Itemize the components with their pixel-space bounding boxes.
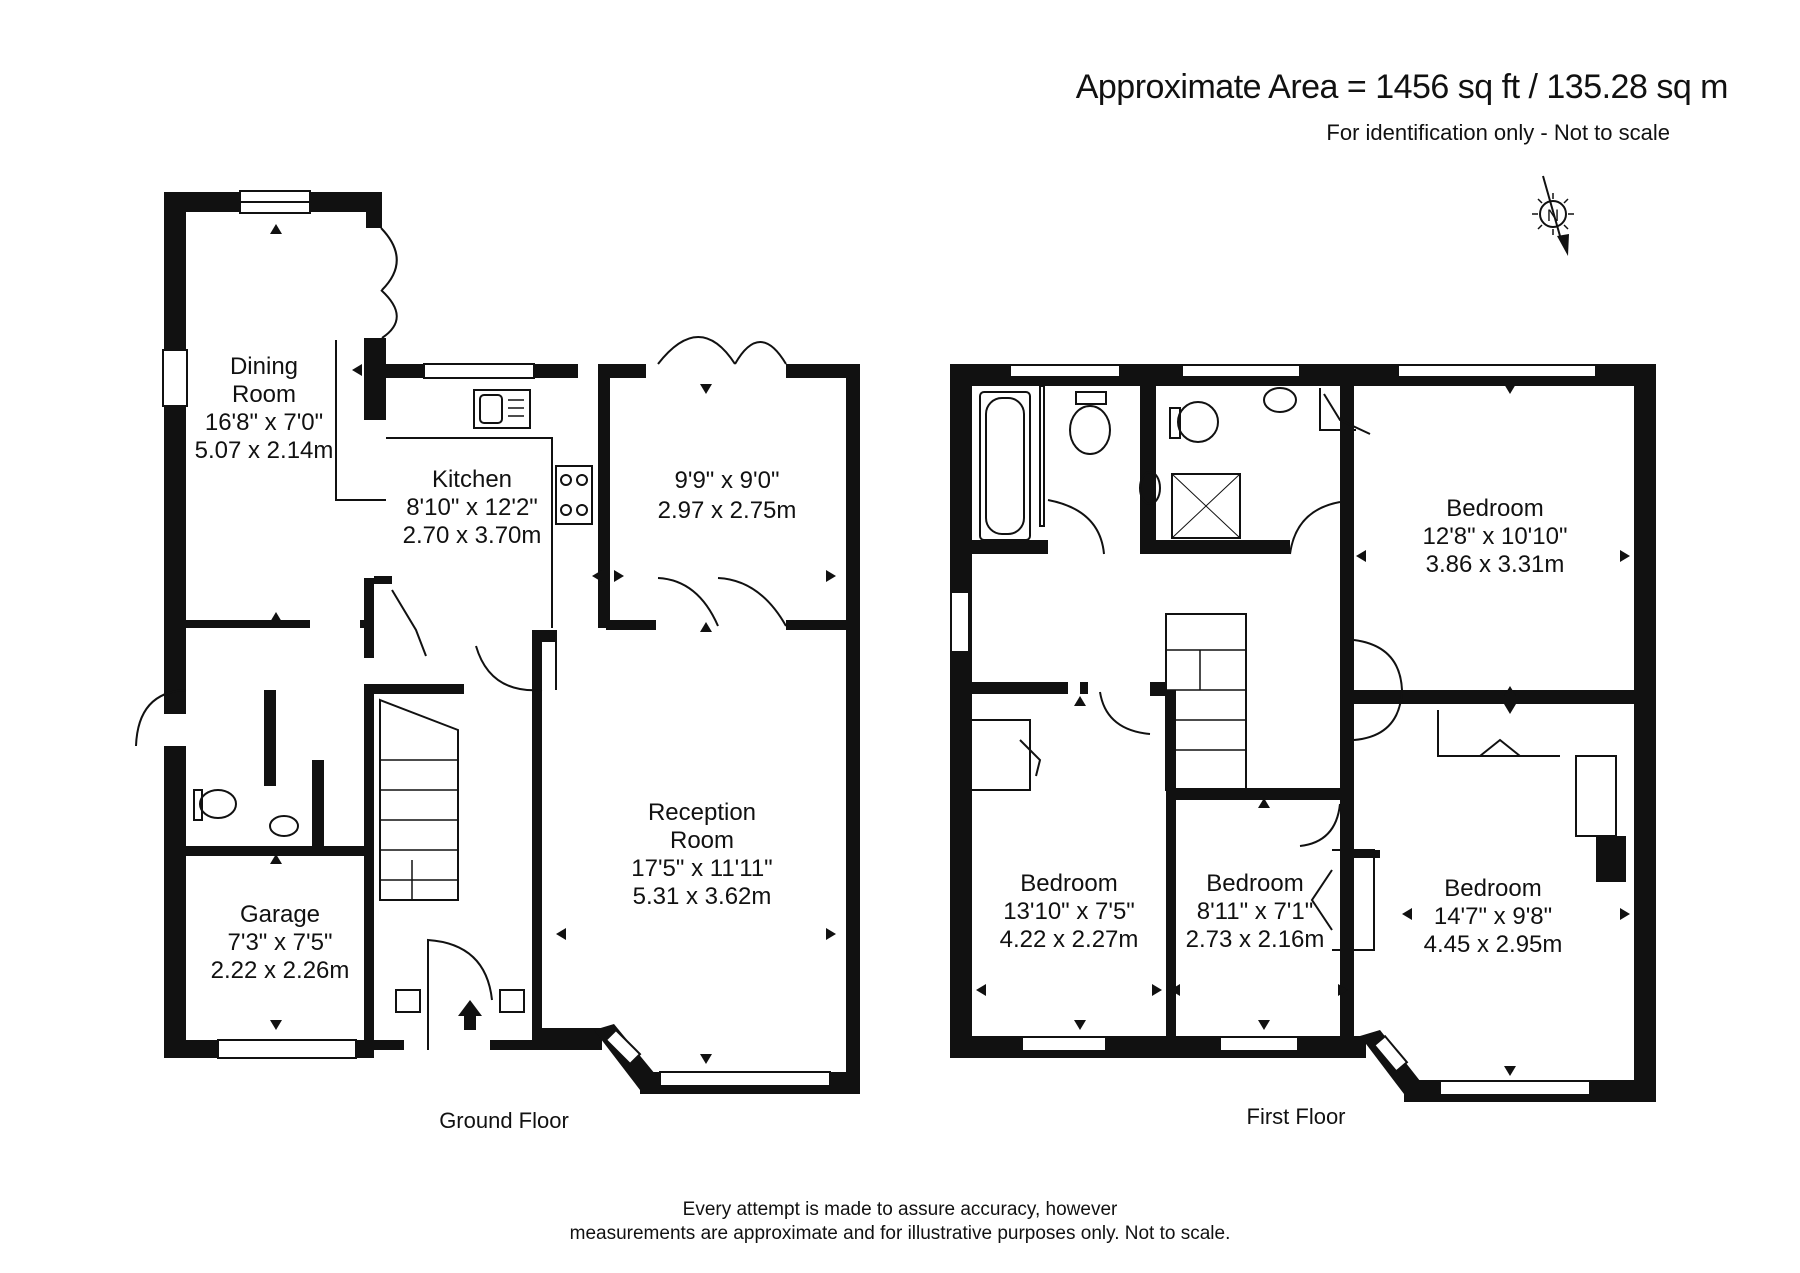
identification-note: For identification only - Not to scale (1326, 120, 1670, 145)
bedroom-front-right-imperial: 14'7" x 9'8" (1434, 903, 1552, 930)
entrance-arrow-icon (458, 1000, 482, 1030)
bedroom-front-right-name: Bedroom (1444, 875, 1541, 902)
kitchen-name: Kitchen (432, 466, 512, 493)
bedroom-rear-right-imperial: 12'8" x 10'10" (1423, 523, 1568, 550)
garage-imperial: 7'3" x 7'5" (228, 929, 333, 956)
bedroom-front-middle-metric: 2.73 x 2.16m (1186, 926, 1325, 953)
dining-room-imperial: 16'8" x 7'0" (205, 409, 323, 436)
first-floor-plan (950, 364, 1656, 1102)
kitchen-imperial: 8'10" x 12'2" (406, 494, 538, 521)
bedroom-front-left-imperial: 13'10" x 7'5" (1003, 898, 1135, 925)
approximate-area: Approximate Area = 1456 sq ft / 135.28 s… (1075, 68, 1729, 106)
ground-floor-plan (135, 190, 860, 1094)
disclaimer-line-1: Every attempt is made to assure accuracy… (682, 1199, 1118, 1220)
garage-name: Garage (240, 901, 320, 928)
kitchen-metric: 2.70 x 3.70m (403, 522, 542, 549)
compass-letter: N (1547, 206, 1559, 225)
garage-metric: 2.22 x 2.26m (211, 957, 350, 984)
dining-room-name-2: Room (232, 381, 296, 408)
study-imperial: 9'9" x 9'0" (675, 467, 780, 494)
bedroom-front-left-name: Bedroom (1020, 870, 1117, 897)
bedroom-rear-right-metric: 3.86 x 3.31m (1426, 551, 1565, 578)
study-metric: 2.97 x 2.75m (658, 497, 797, 524)
north-compass-icon: N (1532, 175, 1574, 256)
bedroom-rear-right-name: Bedroom (1446, 495, 1543, 522)
bedroom-front-right-metric: 4.45 x 2.95m (1424, 931, 1563, 958)
ground-floor-label: Ground Floor (439, 1108, 569, 1133)
dining-room-metric: 5.07 x 2.14m (195, 437, 334, 464)
bedroom-front-middle-name: Bedroom (1206, 870, 1303, 897)
reception-room-imperial: 17'5" x 11'11" (631, 855, 772, 882)
reception-room-metric: 5.31 x 3.62m (633, 883, 772, 910)
first-floor-label: First Floor (1247, 1104, 1346, 1129)
reception-room-name-2: Room (670, 827, 734, 854)
disclaimer-line-2: measurements are approximate and for ill… (569, 1223, 1231, 1244)
reception-room-name-1: Reception (648, 799, 756, 826)
bedroom-front-middle-imperial: 8'11" x 7'1" (1197, 898, 1314, 925)
dining-room-name-1: Dining (230, 353, 298, 380)
bedroom-front-left-metric: 4.22 x 2.27m (1000, 926, 1139, 953)
